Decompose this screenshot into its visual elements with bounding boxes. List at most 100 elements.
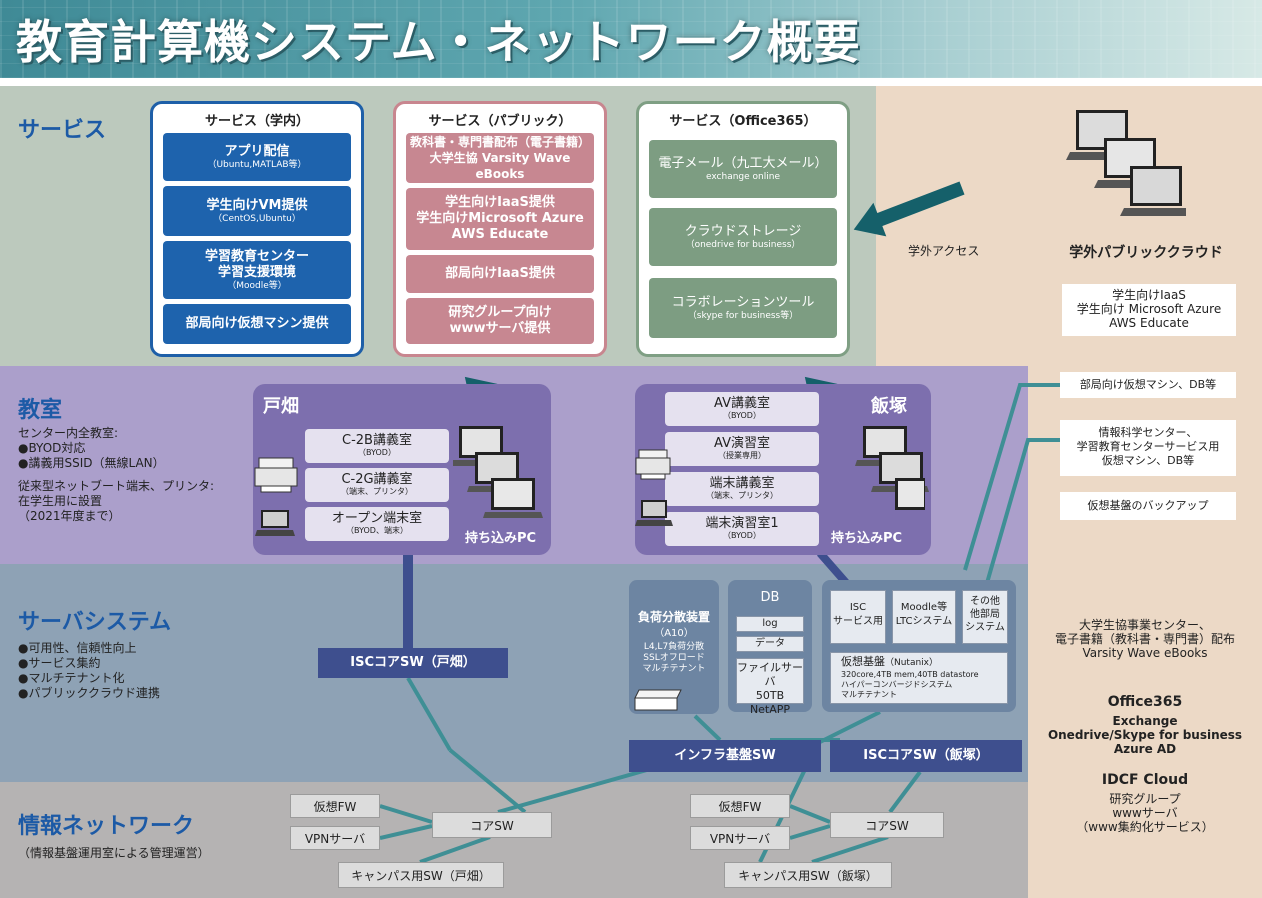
service-item-sub: （Moodle等） [227, 280, 287, 291]
section-title-network: 情報ネットワーク [18, 814, 195, 839]
classroom-name: 戸畑 [263, 396, 299, 417]
network-note: （情報基盤運用室による管理運営） [18, 846, 210, 860]
net-campus-iizuka[interactable]: キャンパス用SW（飯塚） [724, 862, 892, 888]
server-notes: ●可用性、信頼性向上 ●サービス集約 ●マルチテナント化 ●パブリッククラウド連… [18, 641, 160, 701]
classroom-name: 飯塚 [871, 396, 907, 417]
service-item-email[interactable]: 電子メール（九工大メール） exchange online [649, 140, 837, 198]
virtual-platform[interactable]: 仮想基盤（Nutanix） 320core,4TB mem,40TB datas… [830, 652, 1008, 704]
room-title: AV講義室 [714, 396, 770, 411]
service-item-cloud-storage[interactable]: クラウドストレージ （onedrive for business） [649, 208, 837, 266]
room-sub: （BYOD） [723, 531, 761, 540]
classroom-note-line: ●BYOD対応 [18, 441, 86, 455]
classroom-note-line: 従来型ネットブート端末、プリンタ: [18, 479, 215, 493]
file-server[interactable]: ファイルサーバ 50TB NetAPP [736, 658, 804, 716]
switch-isc-core-tobata[interactable]: ISCコアSW（戸畑） [318, 648, 508, 678]
room-title: AV演習室 [714, 436, 770, 451]
service-item-learning-center[interactable]: 学習教育センター 学習支援環境 （Moodle等） [163, 241, 351, 299]
load-balancer-details: L4,L7負荷分散 SSLオフロード マルチテナント [629, 642, 719, 675]
service-item-title: クラウドストレージ [684, 223, 802, 239]
external-access-label: 学外アクセス [908, 244, 980, 258]
service-item-title: 部局向け仮想マシン提供 [185, 316, 329, 331]
file-server-line: 50TB [755, 689, 785, 702]
load-balancer-detail: SSLオフロード [643, 653, 705, 663]
db-panel: DB log データ ファイルサーバ 50TB NetAPP [728, 580, 812, 716]
external-cloud-services: 学生向けIaaS 学生向け Microsoft Azure AWS Educat… [1062, 284, 1236, 336]
page-title: 教育計算機システム・ネットワーク概要 [16, 15, 861, 69]
header-pattern [0, 0, 1262, 78]
service-item-dept-iaas[interactable]: 部局向けIaaS提供 [406, 255, 594, 293]
external-idcf-items: 研究グループ wwwサーバ （www集約化サービス） [1076, 792, 1214, 834]
service-panel-public: サービス（パブリック） 教科書・専門書配布（電子書籍） 大学生協 Varsity… [393, 101, 607, 357]
net-fw-iizuka[interactable]: 仮想FW [690, 794, 790, 818]
section-title-server: サーバシステム [18, 610, 172, 635]
platform-other[interactable]: その他 他部局 システム [962, 590, 1008, 644]
tobata-devices [254, 457, 298, 536]
classroom-panel-tobata: 戸畑 C-2B講義室 （BYOD） C-2G講義室 （端末、プリンタ） オープン… [253, 384, 551, 555]
room-c2g[interactable]: C-2G講義室 （端末、プリンタ） [305, 468, 449, 502]
db-log[interactable]: log [736, 616, 804, 632]
service-item-dept-vm[interactable]: 部局向け仮想マシン提供 [163, 304, 351, 344]
service-item-student-vm[interactable]: 学生向けVM提供 （CentOS,Ubuntu） [163, 186, 351, 236]
net-campus-tobata[interactable]: キャンパス用SW（戸畑） [338, 862, 504, 888]
laptop-icon [895, 478, 925, 510]
cloud-laptops [1066, 110, 1186, 216]
external-cloud-title: 学外パブリッククラウド [1069, 245, 1223, 261]
external-office365-items: Exchange Onedrive/Skype for business Azu… [1047, 714, 1243, 756]
service-item-ebooks[interactable]: 教科書・専門書配布（電子書籍） 大学生協 Varsity Wave eBooks [406, 133, 594, 183]
net-fw-tobata[interactable]: 仮想FW [290, 794, 380, 818]
room-av-practice[interactable]: AV演習室 （授業専用） [665, 432, 819, 466]
service-item-student-iaas[interactable]: 学生向けIaaS提供 学生向けMicrosoft Azure AWS Educa… [406, 188, 594, 250]
laptop-icon [1120, 166, 1186, 216]
switch-infra[interactable]: インフラ基盤SW [629, 740, 821, 772]
room-sub: （BYOD） [358, 448, 396, 457]
service-item-title: 部局向けIaaS提供 [445, 266, 555, 281]
room-open-terminal[interactable]: オープン端末室 （BYOD、端末） [305, 507, 449, 541]
room-title: C-2G講義室 [341, 472, 413, 487]
switch-isc-core-iizuka[interactable]: ISCコアSW（飯塚） [830, 740, 1022, 772]
service-item-collaboration[interactable]: コラボレーションツール （skype for business等） [649, 278, 837, 338]
room-terminal-lecture[interactable]: 端末講義室 （端末、プリンタ） [665, 472, 819, 506]
service-item-sub: （Ubuntu,MATLAB等） [207, 159, 307, 170]
link-line [888, 770, 922, 814]
server-appliance-icon [634, 689, 682, 711]
external-box-isc-vm: 情報科学センター、 学習教育センターサービス用 仮想マシン、DB等 [1060, 420, 1236, 476]
link-line [811, 835, 889, 864]
link-line [816, 550, 852, 588]
room-sub: （端末、プリンタ） [706, 491, 778, 500]
byod-label: 持ち込みPC [831, 531, 903, 546]
header-banner: 教育計算機システム・ネットワーク概要 [0, 0, 1262, 78]
arrow-icon [853, 181, 965, 237]
room-terminal-practice-1[interactable]: 端末演習室1 （BYOD） [665, 512, 819, 546]
service-item-title: 研究グループ向け wwwサーバ提供 [448, 305, 552, 336]
service-item-sub: （skype for business等） [687, 310, 799, 321]
service-item-title: 学生向けIaaS提供 学生向けMicrosoft Azure AWS Educa… [416, 195, 584, 242]
platform-isc-service[interactable]: ISC サービス用 [830, 590, 886, 644]
room-sub: （端末、プリンタ） [341, 487, 413, 496]
service-item-title: 学習教育センター 学習支援環境 [204, 248, 309, 280]
service-item-app-delivery[interactable]: アプリ配信 （Ubuntu,MATLAB等） [163, 133, 351, 181]
section-title-classroom: 教室 [18, 398, 63, 423]
terminal-icon [635, 500, 673, 526]
platform-panel: ISC サービス用 Moodle等 LTCシステム その他 他部局 システム 仮… [822, 580, 1016, 712]
room-av-lecture[interactable]: AV講義室 （BYOD） [665, 392, 819, 426]
classroom-note-line: センター内全教室: [18, 426, 119, 440]
room-title: オープン端末室 [331, 511, 423, 526]
service-item-title: コラボレーションツール [671, 294, 815, 310]
net-vpn-tobata[interactable]: VPNサーバ [290, 826, 380, 850]
platform-moodle[interactable]: Moodle等 LTCシステム [892, 590, 956, 644]
load-balancer-panel: 負荷分散装置 （A10） L4,L7負荷分散 SSLオフロード マルチテナント [629, 580, 719, 714]
link-line [963, 383, 1060, 571]
room-sub: （BYOD） [723, 411, 761, 420]
net-core-iizuka[interactable]: コアSW [830, 812, 944, 838]
service-item-www-server[interactable]: 研究グループ向け wwwサーバ提供 [406, 298, 594, 344]
printer-icon [635, 449, 671, 480]
room-c2b[interactable]: C-2B講義室 （BYOD） [305, 429, 449, 463]
link-line [693, 714, 722, 742]
server-note-line: ●可用性、信頼性向上 [18, 641, 137, 655]
virtual-platform-detail: 320core,4TB mem,40TB datastore [841, 670, 979, 679]
net-vpn-iizuka[interactable]: VPNサーバ [690, 826, 790, 850]
net-core-tobata[interactable]: コアSW [432, 812, 552, 838]
file-server-line: NetAPP [749, 703, 791, 716]
db-data[interactable]: データ [736, 636, 804, 652]
external-idcf-title: IDCF Cloud [1101, 772, 1189, 788]
